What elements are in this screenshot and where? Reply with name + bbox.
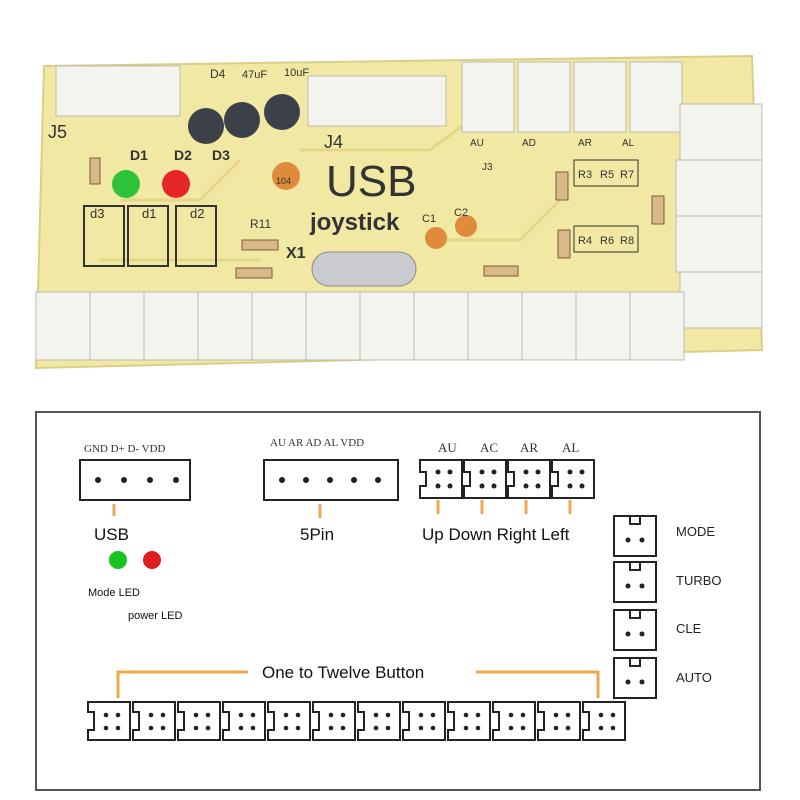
label-d3-lower: d3: [90, 206, 104, 221]
capacitor-1: [188, 108, 224, 144]
cap-104: 104: [276, 176, 291, 186]
resistor-label: R5: [600, 169, 614, 181]
ref-x1: X1: [286, 245, 306, 262]
power-led-label: power LED: [128, 610, 182, 622]
resistor-array: R3 R5 R7 R4 R6 R8: [573, 159, 639, 253]
silk-usb: USB: [326, 157, 416, 206]
side-label-mode: MODE: [676, 524, 715, 539]
ref-j4: J4: [324, 132, 343, 152]
red-led: [143, 551, 161, 569]
buttons-label: One to Twelve Button: [262, 663, 424, 682]
ref-d3: D3: [212, 147, 230, 163]
ref-c2: C2: [454, 207, 468, 219]
ref-c1: C1: [422, 213, 436, 225]
header-al: AL: [622, 138, 635, 149]
side-connectors: [613, 515, 657, 699]
resistor-label: R7: [620, 169, 634, 181]
connector-j5: [55, 65, 181, 117]
ref-j3: J3: [482, 162, 493, 173]
ref-d1: D1: [130, 147, 148, 163]
ceramic-cap-3: [455, 215, 477, 237]
ceramic-cap-2: [425, 227, 447, 249]
5pin-label: 5Pin: [300, 525, 334, 544]
ref-j5: J5: [48, 122, 67, 142]
dir-header-label: AL: [562, 440, 579, 455]
usb-label: USB: [94, 525, 129, 544]
resistor-label: R4: [578, 235, 592, 247]
capacitor-3: [264, 94, 300, 130]
dir-header-label: AU: [438, 440, 457, 455]
button-connectors: [87, 701, 626, 741]
label-d1-lower: d1: [142, 206, 156, 221]
crystal-x1: [311, 251, 417, 287]
direction-label: Up Down Right Left: [422, 525, 570, 544]
ref-r11: R11: [250, 217, 271, 231]
dir-header-label: AR: [520, 440, 538, 455]
green-led-photo: [112, 170, 140, 198]
pcb-photo: USB joystick J4 J5 X1 D1 D2 D3 D4 R11 C1…: [34, 54, 764, 370]
connector-j4: [307, 75, 447, 127]
side-label-turbo: TURBO: [676, 573, 722, 588]
5pin-pin-names: AU AR AD AL VDD: [270, 437, 364, 449]
pinout-diagram: GND D+ D- VDD USB Mode LED power LED AU …: [35, 411, 761, 791]
direction-connectors: [419, 459, 595, 499]
silk-joystick: joystick: [309, 209, 400, 236]
cap-text: 47uF: [242, 69, 267, 81]
resistor-label: R6: [600, 235, 614, 247]
side-label-auto: AUTO: [676, 670, 712, 685]
label-d2-lower: d2: [190, 206, 204, 221]
resistor-label: R3: [578, 169, 592, 181]
mode-led-label: Mode LED: [88, 587, 140, 599]
ceramic-cap-1: [272, 162, 300, 190]
header-au: AU: [470, 138, 484, 149]
dir-header-label: AC: [480, 440, 498, 455]
header-ad: AD: [522, 138, 536, 149]
header-ar: AR: [578, 138, 592, 149]
cap-text2: 10uF: [284, 67, 309, 79]
ref-d2: D2: [174, 147, 192, 163]
red-led-photo: [162, 170, 190, 198]
resistor-label: R8: [620, 235, 634, 247]
ref-d4: D4: [210, 67, 226, 81]
capacitor-2: [224, 102, 260, 138]
top-right-connectors: [461, 61, 683, 133]
bottom-connectors: [35, 291, 685, 361]
green-led: [109, 551, 127, 569]
side-label-cle: CLE: [676, 621, 702, 636]
usb-pin-names: GND D+ D- VDD: [84, 443, 166, 455]
right-side-connectors: [675, 103, 763, 329]
